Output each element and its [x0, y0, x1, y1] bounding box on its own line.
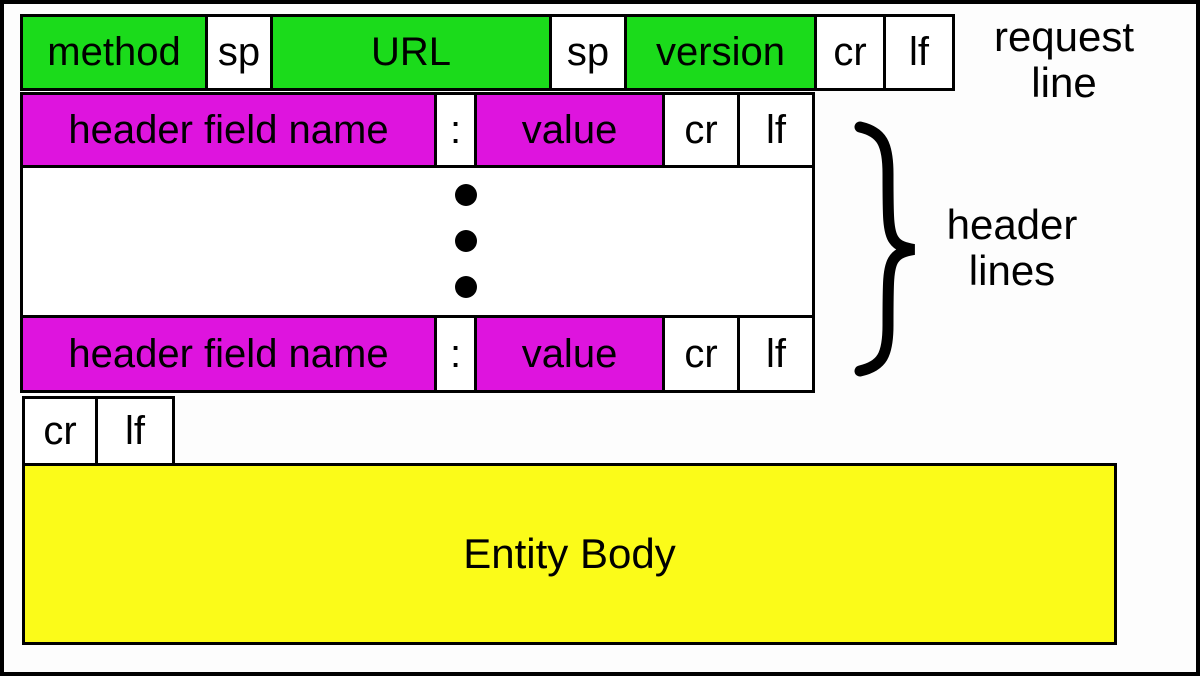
blank-line-row: cr lf: [22, 396, 175, 466]
entity-body-box: Entity Body: [22, 463, 1117, 645]
value-cell: value: [474, 315, 665, 393]
header-line-row-top: header field name : value cr lf: [20, 92, 815, 168]
ellipsis-dot: [455, 184, 477, 206]
method-cell: method: [20, 14, 208, 91]
lf-cell: lf: [95, 396, 175, 466]
lf-cell: lf: [883, 14, 955, 91]
curly-brace-icon: [854, 121, 915, 377]
ellipsis-dot: [455, 276, 477, 298]
cr-cell: cr: [662, 92, 740, 168]
vertical-ellipsis: [455, 184, 477, 298]
request-line-row: method sp URL sp version cr lf: [20, 14, 955, 91]
request-line-label: request line: [993, 13, 1135, 107]
header-lines-label: header lines: [946, 201, 1078, 295]
more-header-lines-box: [20, 165, 815, 318]
cr-cell: cr: [22, 396, 98, 466]
sp-cell: sp: [549, 14, 627, 91]
sp-cell: sp: [205, 14, 273, 91]
entity-body-label: Entity Body: [463, 530, 676, 577]
header-line-row-bottom: header field name : value cr lf: [20, 315, 815, 393]
url-cell: URL: [270, 14, 552, 91]
header-field-name-cell: header field name: [20, 315, 437, 393]
ellipsis-dot: [455, 230, 477, 252]
cr-cell: cr: [814, 14, 886, 91]
cr-cell: cr: [662, 315, 740, 393]
lf-cell: lf: [737, 315, 815, 393]
lf-cell: lf: [737, 92, 815, 168]
value-cell: value: [474, 92, 665, 168]
colon-cell: :: [434, 92, 477, 168]
colon-cell: :: [434, 315, 477, 393]
version-cell: version: [624, 14, 817, 91]
header-field-name-cell: header field name: [20, 92, 437, 168]
